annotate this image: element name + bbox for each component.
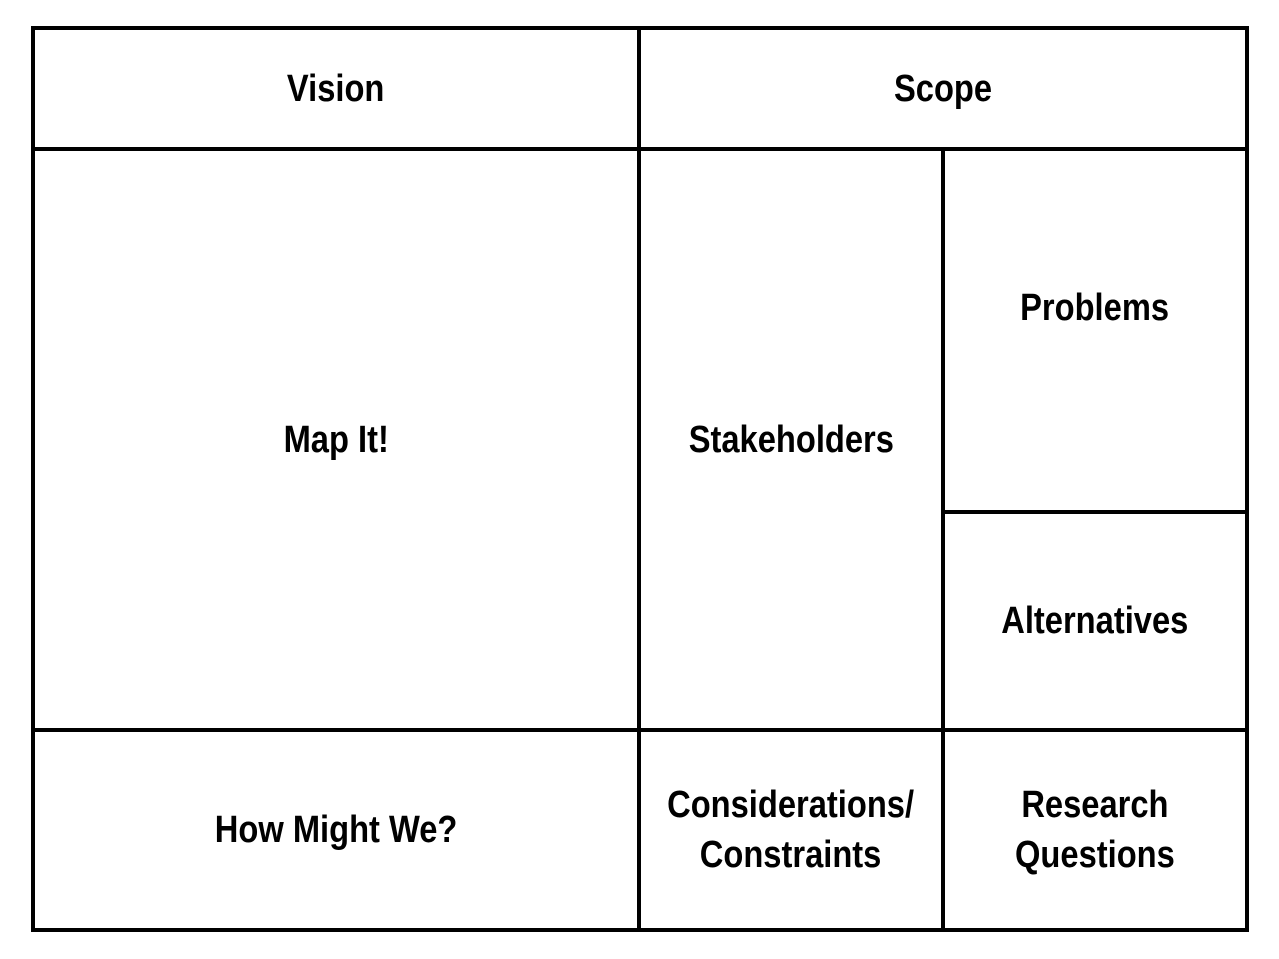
cell-vision: Vision xyxy=(35,30,637,147)
cell-research-questions: Research Questions xyxy=(945,732,1245,928)
label-problems: Problems xyxy=(1020,287,1170,329)
label-scope: Scope xyxy=(893,67,993,110)
cell-scope: Scope xyxy=(641,30,1245,147)
cell-map-it: Map It! xyxy=(35,151,637,728)
divider-problems-alternatives xyxy=(941,510,1249,514)
label-vision: Vision xyxy=(287,67,385,110)
cell-how-might-we: How Might We? xyxy=(35,732,637,928)
label-stakeholders: Stakeholders xyxy=(688,418,894,461)
cell-considerations-constraints: Considerations/ Constraints xyxy=(641,732,941,928)
cell-stakeholders: Stakeholders xyxy=(641,151,941,728)
label-alternatives: Alternatives xyxy=(1001,600,1189,642)
label-research-line-1: Research xyxy=(1021,784,1169,826)
cell-alternatives: Alternatives xyxy=(945,514,1245,728)
label-considerations-line-2: Constraints xyxy=(700,834,882,876)
border-right xyxy=(1245,26,1249,932)
border-left xyxy=(31,26,35,932)
label-considerations-constraints: Considerations/ Constraints xyxy=(668,780,915,880)
label-research-questions: Research Questions xyxy=(1015,780,1175,880)
divider-center-vertical xyxy=(637,26,641,932)
divider-right-vertical xyxy=(941,147,945,932)
label-map-it: Map It! xyxy=(283,418,389,461)
cell-problems: Problems xyxy=(945,151,1245,465)
label-research-line-2: Questions xyxy=(1015,834,1175,876)
label-how-might-we: How Might We? xyxy=(214,809,458,851)
label-considerations-line-1: Considerations/ xyxy=(667,784,915,826)
